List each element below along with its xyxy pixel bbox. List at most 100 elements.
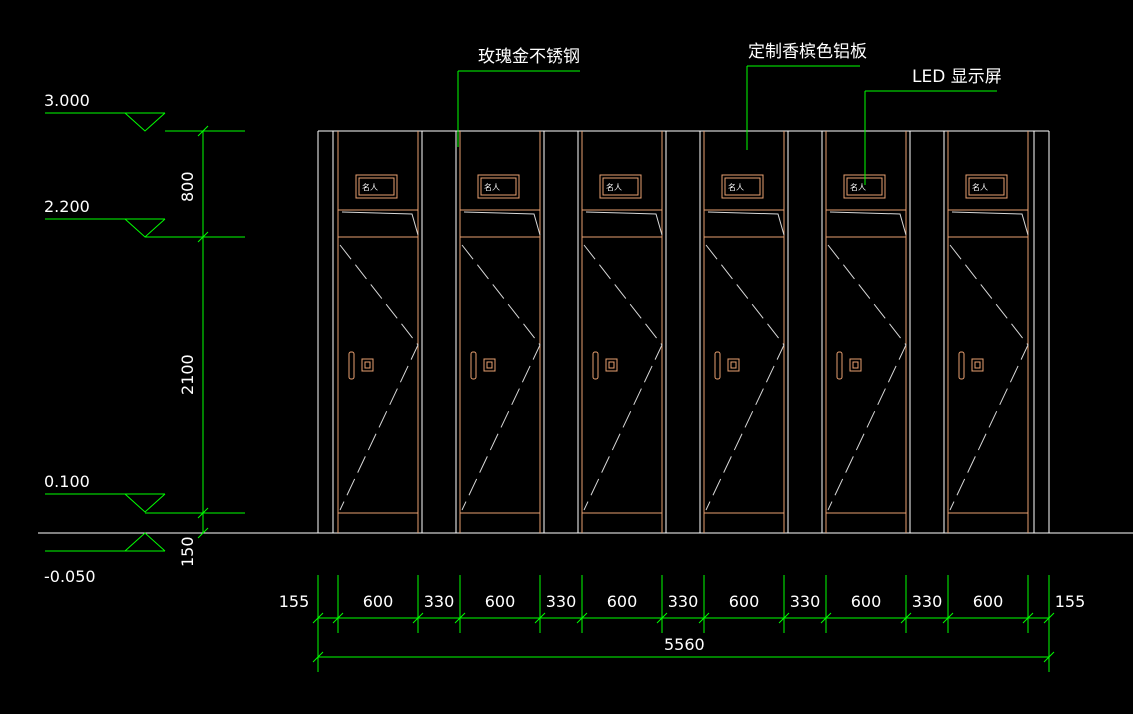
dim-tick-mark xyxy=(698,612,710,624)
level-label-top: 3.000 xyxy=(44,91,90,110)
glass-diagonal-line xyxy=(827,244,907,511)
door-lock xyxy=(971,358,984,372)
dim-tick-mark xyxy=(820,612,832,624)
locker-2: 名人 xyxy=(459,131,579,533)
dim-tick-mark xyxy=(312,612,324,624)
door-lock xyxy=(727,358,740,372)
locker-shelf-line xyxy=(463,211,541,236)
led-display-label: 名人 xyxy=(606,182,622,192)
door-handle xyxy=(348,351,355,380)
dim-segment-label: 600 xyxy=(729,592,760,611)
dim-tick-mark xyxy=(656,612,668,624)
glass-diagonal-line xyxy=(339,244,419,511)
locker-5: 名人 xyxy=(825,131,945,533)
locker-shelf-line xyxy=(585,211,663,236)
horizontal-dimension-chain: 5560 155 600 330 600 330 600 330 600 330 600 330 60… xyxy=(279,575,1086,672)
dim-tick-mark xyxy=(900,612,912,624)
door-handle xyxy=(836,351,843,380)
dim-segment-label: 330 xyxy=(424,592,455,611)
locker-3: 名人 xyxy=(581,131,701,533)
dim-segment-label: 600 xyxy=(851,592,882,611)
led-display-label: 名人 xyxy=(362,182,378,192)
level-marker-2200: 2.200 xyxy=(44,197,245,238)
dim-tick-mark xyxy=(412,612,424,624)
dim-segment-label: 600 xyxy=(607,592,638,611)
dim-800: 800 xyxy=(178,171,197,202)
dim-tick-mark xyxy=(1043,612,1055,624)
door-lock-core xyxy=(608,361,615,369)
dim-segment-label: 330 xyxy=(546,592,577,611)
locker-4: 名人 xyxy=(703,131,823,533)
door-lock-core xyxy=(730,361,737,369)
glass-diagonal-line xyxy=(949,244,1029,511)
dim-segment-label: 330 xyxy=(912,592,943,611)
vertical-dimension-chain: 800 2100 150 xyxy=(178,125,209,567)
callout-aluminum: 定制香槟色铝板 xyxy=(746,42,867,150)
dim-tick-mark xyxy=(332,612,344,624)
led-display-outer xyxy=(355,174,398,199)
door-handle xyxy=(714,351,721,380)
callout-rose-gold: 玫瑰金不锈钢 xyxy=(457,47,580,147)
led-display-inner xyxy=(724,177,761,196)
dim-segment-label: 600 xyxy=(485,592,516,611)
dim-segment-label: 600 xyxy=(363,592,394,611)
level-label-upper: 2.200 xyxy=(44,197,90,216)
led-display-outer xyxy=(965,174,1008,199)
dim-segment-label: 155 xyxy=(1055,592,1086,611)
locker-shelf-line xyxy=(829,211,907,236)
door-lock-core xyxy=(364,361,371,369)
led-display-outer xyxy=(477,174,520,199)
door-lock xyxy=(849,358,862,372)
led-display-label: 名人 xyxy=(728,182,744,192)
callout-led-text: LED 显示屏 xyxy=(912,67,1002,87)
dim-tick-mark xyxy=(534,612,546,624)
door-lock-core xyxy=(974,361,981,369)
dim-total: 5560 xyxy=(664,635,705,654)
door-lock xyxy=(361,358,374,372)
dim-tick-mark xyxy=(454,612,466,624)
dim-150: 150 xyxy=(178,536,197,567)
led-display-label: 名人 xyxy=(484,182,500,192)
glass-diagonal-line xyxy=(705,244,785,511)
dim-tick-mark xyxy=(1022,612,1034,624)
level-marker-minus-0050: -0.050 xyxy=(44,532,166,586)
callout-led: LED 显示屏 xyxy=(864,67,1002,185)
level-marker-0100: 0.100 xyxy=(44,472,245,514)
led-display-inner xyxy=(480,177,517,196)
led-display-label: 名人 xyxy=(850,182,866,192)
locker-row: 名人 名人 名人 名人 名人 名人 xyxy=(337,131,1029,533)
level-label-base: 0.100 xyxy=(44,472,90,491)
door-lock-core xyxy=(486,361,493,369)
door-handle xyxy=(592,351,599,380)
dim-segment-label: 155 xyxy=(279,592,310,611)
dim-segment-label: 330 xyxy=(668,592,699,611)
led-display-inner xyxy=(602,177,639,196)
dim-2100: 2100 xyxy=(178,354,197,395)
locker-shelf-line xyxy=(707,211,785,236)
locker-6: 名人 xyxy=(947,131,1029,533)
level-marker-3000: 3.000 xyxy=(44,91,245,132)
door-lock xyxy=(605,358,618,372)
dim-tick-mark xyxy=(576,612,588,624)
door-handle xyxy=(958,351,965,380)
led-display-outer xyxy=(721,174,764,199)
glass-diagonal-line xyxy=(583,244,663,511)
led-display-label: 名人 xyxy=(972,182,988,192)
glass-diagonal-line xyxy=(461,244,541,511)
dim-segment-label: 330 xyxy=(790,592,821,611)
led-display-outer xyxy=(599,174,642,199)
locker-shelf-line xyxy=(951,211,1029,236)
locker-1: 名人 xyxy=(337,131,457,533)
callout-aluminum-text: 定制香槟色铝板 xyxy=(748,42,867,62)
level-label-ground: -0.050 xyxy=(44,567,96,586)
door-lock xyxy=(483,358,496,372)
dim-segment-label: 600 xyxy=(973,592,1004,611)
callout-rose-gold-text: 玫瑰金不锈钢 xyxy=(478,47,580,67)
door-handle xyxy=(470,351,477,380)
door-lock-core xyxy=(852,361,859,369)
cabinet-frame xyxy=(317,130,1050,533)
led-display-inner xyxy=(968,177,1005,196)
dim-tick-mark xyxy=(942,612,954,624)
led-display-inner xyxy=(358,177,395,196)
